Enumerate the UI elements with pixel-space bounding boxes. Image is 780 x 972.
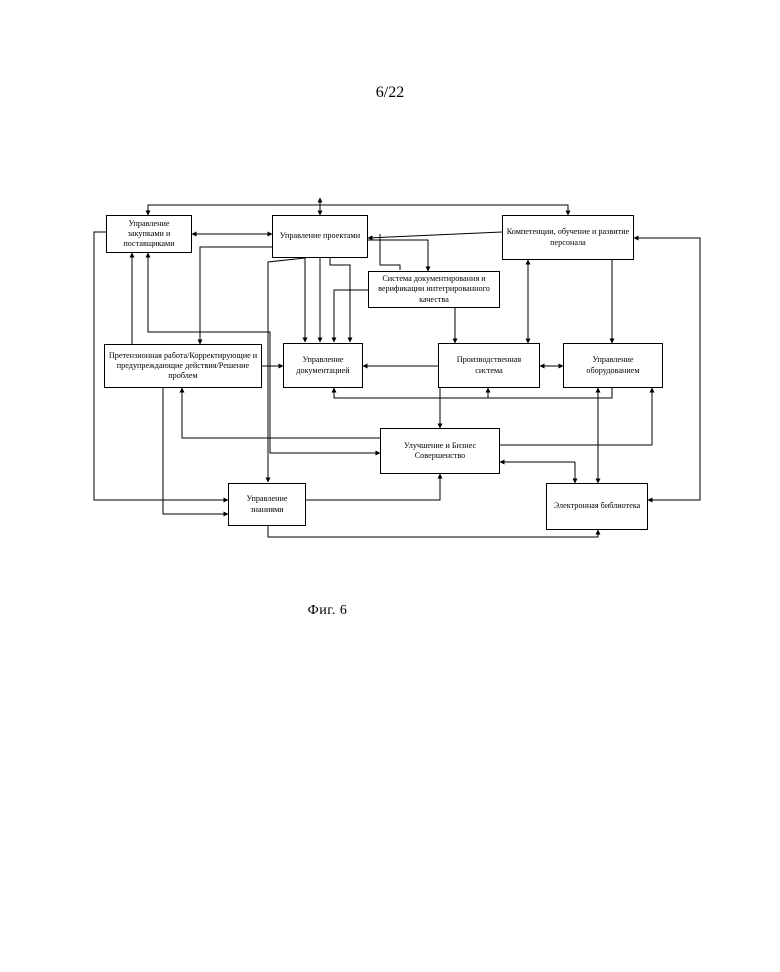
connector-improvement-right	[500, 388, 652, 445]
connector-projects-docmgmt-3	[330, 258, 350, 342]
connector-projects-docsystem-2	[380, 234, 400, 270]
node-equipment: Управление оборудованием	[563, 343, 663, 388]
connector-projects-claims	[200, 247, 272, 344]
node-production: Производственная система	[438, 343, 540, 388]
node-improvement: Улучшение и Бизнес Совершенство	[380, 428, 500, 474]
connector-docsystem-docmgmt	[334, 290, 368, 342]
connector-claims-improvement	[182, 388, 380, 438]
connector-projects-competence	[368, 232, 502, 238]
connector-bottom-bus	[334, 388, 612, 398]
connector-claims-knowledge	[163, 388, 228, 514]
node-projects: Управление проектами	[272, 215, 368, 258]
node-doc-system: Система документирования и верификации и…	[368, 271, 500, 308]
node-library: Электронная библиотека	[546, 483, 648, 530]
connector-knowledge-improvement	[306, 474, 440, 500]
connector-projects-docsystem	[368, 240, 428, 271]
node-competence: Компетенции, обучение и развитие персона…	[502, 215, 634, 260]
node-knowledge: Управление знаниями	[228, 483, 306, 526]
node-doc-management: Управление документацией	[283, 343, 363, 388]
figure-caption: Фиг. 6	[0, 603, 655, 619]
node-claims: Претензионная работа/Корректирующие и пр…	[104, 344, 262, 388]
node-procurement: Управление закупками и поставщиками	[106, 215, 192, 253]
connector-top-bus	[148, 205, 568, 215]
